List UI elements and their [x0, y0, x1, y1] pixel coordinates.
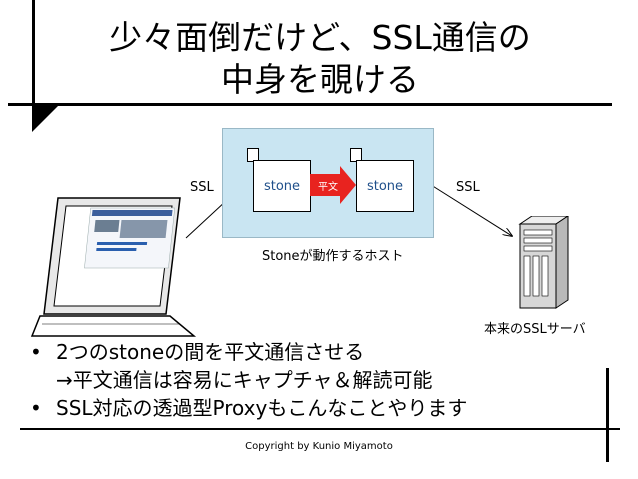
server-caption: 本来のSSLサーバ: [484, 322, 586, 337]
server-icon: [518, 216, 569, 309]
bullet-item: • SSL対応の透過型Proxyもこんなことやります: [30, 394, 467, 422]
bullet-text: SSL対応の透過型Proxyもこんなことやります: [56, 396, 468, 420]
frame-line-horizontal-top: [8, 103, 612, 106]
slide-title-line1: 少々面倒だけど、SSL通信の: [109, 18, 531, 57]
bullet-text: 2つのstoneの間を平文通信させる: [56, 340, 365, 364]
bullet-marker: •: [30, 340, 42, 364]
ssl-label-left: SSL: [190, 180, 214, 195]
plaintext-arrow-icon: [310, 166, 356, 204]
bullet-item: • 2つのstoneの間を平文通信させる: [30, 338, 467, 366]
arrow-host-to-server: [419, 177, 512, 236]
bullet-item-continuation: →平文通信は容易にキャプチャ＆解読可能: [30, 366, 467, 394]
frame-line-vertical-top: [32, 0, 35, 112]
frame-corner-triangle: [32, 106, 58, 132]
bullet-marker: •: [30, 396, 42, 420]
bullet-list: •2つのstoneの間を平文通信させる →平文通信は容易にキャプチャ＆解読可能 …: [30, 338, 467, 422]
stone-left-box: stone: [253, 160, 311, 212]
host-caption: Stoneが動作するホスト: [262, 249, 404, 264]
frame-line-vertical-bottom: [606, 368, 609, 462]
slide-title-line2: 中身を覗ける: [221, 60, 419, 99]
frame-line-horizontal-bottom: [20, 428, 620, 430]
stone-right-box: stone: [356, 160, 414, 212]
bullet-text: →平文通信は容易にキャプチャ＆解読可能: [56, 368, 433, 392]
plaintext-arrow-label: 平文: [318, 182, 338, 193]
copyright-footer: Copyright by Kunio Miyamoto: [245, 441, 393, 452]
ssl-label-right: SSL: [456, 180, 480, 195]
laptop-icon: [30, 197, 197, 337]
